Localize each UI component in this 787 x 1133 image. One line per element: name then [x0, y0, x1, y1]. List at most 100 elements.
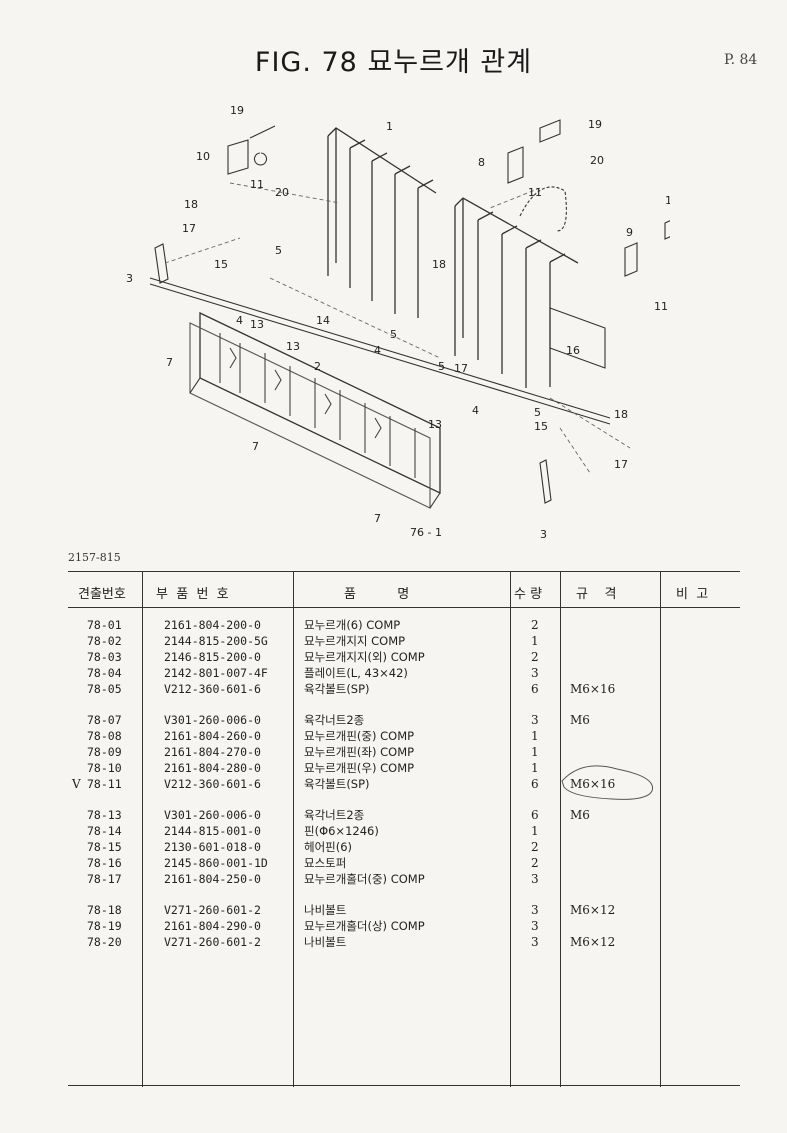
row-quantity: 1 [531, 729, 539, 743]
row-part-number: 2130-601-018-0 [164, 840, 261, 854]
callout-19b: 19 [588, 118, 602, 131]
callout-17b: 17 [454, 362, 468, 375]
row-part-number: 2161-804-270-0 [164, 745, 261, 759]
callout-5b: 5 [390, 328, 397, 341]
callout-20: 20 [275, 186, 289, 199]
row-spec: M6×16 [570, 682, 616, 696]
row-part-name: 핀(Φ6×1246) [304, 824, 379, 838]
callout-13: 13 [250, 318, 264, 331]
header-remarks: 비 고 [676, 587, 709, 602]
table-header-rule [68, 607, 740, 608]
row-part-number: 2145-860-001-1D [164, 856, 268, 870]
callout-19: 19 [230, 104, 244, 117]
row-index: 78-08 [87, 729, 122, 743]
row-index: 78-02 [87, 634, 122, 648]
callout-4b: 4 [374, 344, 381, 357]
row-part-name: 묘누르개지지(외) COMP [304, 650, 425, 664]
callout-15: 15 [214, 258, 228, 271]
row-index: 78-19 [87, 919, 122, 933]
row-part-number: V271-260-601-2 [164, 903, 261, 917]
col-divider-5 [660, 571, 661, 1087]
row-quantity: 2 [531, 840, 539, 854]
callout-17c: 17 [614, 458, 628, 471]
row-part-name: 나비볼트 [304, 903, 347, 917]
row-part-number: 2142-801-007-4F [164, 666, 268, 680]
callout-11c: 11 [654, 300, 668, 313]
row-index: 78-15 [87, 840, 122, 854]
row-index: 78-17 [87, 872, 122, 886]
callout-16: 16 [566, 344, 580, 357]
row-index: 78-10 [87, 761, 122, 775]
row-spec: M6×12 [570, 935, 616, 949]
row-part-name: 나비볼트 [304, 935, 347, 949]
row-part-number: V271-260-601-2 [164, 935, 261, 949]
callout-5d: 5 [534, 406, 541, 419]
row-part-name: 육각볼트(SP) [304, 682, 370, 696]
row-index: 78-05 [87, 682, 122, 696]
row-part-number: 2161-804-260-0 [164, 729, 261, 743]
col-divider-2 [293, 571, 294, 1087]
row-check-mark: V [72, 777, 81, 791]
row-index: 78-07 [87, 713, 122, 727]
callout-3b: 3 [540, 528, 547, 541]
table-top-rule [68, 571, 740, 572]
row-quantity: 1 [531, 745, 539, 759]
row-part-name: 육각너트2종 [304, 808, 365, 822]
row-index: 78-11 [87, 777, 122, 791]
callout-4: 4 [236, 314, 243, 327]
row-part-name: 묘누르개핀(좌) COMP [304, 745, 415, 759]
row-part-number: 2161-804-250-0 [164, 872, 261, 886]
callout-9: 9 [626, 226, 633, 239]
row-part-name: 묘누르개핀(중) COMP [304, 729, 415, 743]
table-row: 78-19 2161-804-290-0 묘누르개홀더(상) COMP 3 [68, 919, 740, 934]
callout-8: 8 [478, 156, 485, 169]
row-part-name: 묘누르개핀(우) COMP [304, 761, 415, 775]
row-index: 78-09 [87, 745, 122, 759]
row-index: 78-01 [87, 618, 122, 632]
row-part-name: 육각너트2종 [304, 713, 365, 727]
callout-3: 3 [126, 272, 133, 285]
header-spec: 규 격 [576, 587, 617, 602]
row-index: 78-18 [87, 903, 122, 917]
callout-18b: 18 [432, 258, 446, 271]
callout-15b: 15 [534, 420, 548, 433]
callout-17: 17 [182, 222, 196, 235]
row-part-name: 묘누르개홀더(상) COMP [304, 919, 425, 933]
handwritten-circle-mark [561, 765, 654, 800]
row-quantity: 3 [531, 872, 539, 886]
row-spec: M6 [570, 808, 590, 822]
row-part-number: V301-260-006-0 [164, 713, 261, 727]
document-number: 2157-815 [68, 551, 121, 564]
callout-13b: 13 [286, 340, 300, 353]
table-row: 78-09 2161-804-270-0 묘누르개핀(좌) COMP 1 [68, 745, 740, 760]
row-spec: M6×16 [570, 777, 616, 791]
row-quantity: 6 [531, 777, 539, 791]
row-part-number: 2144-815-001-0 [164, 824, 261, 838]
row-quantity: 3 [531, 713, 539, 727]
row-part-number: 2161-804-280-0 [164, 761, 261, 775]
callout-18c: 18 [614, 408, 628, 421]
table-row: 78-08 2161-804-260-0 묘누르개핀(중) COMP 1 [68, 729, 740, 744]
row-part-name: 묘스토퍼 [304, 856, 347, 870]
row-quantity: 3 [531, 919, 539, 933]
row-part-name: 육각볼트(SP) [304, 777, 370, 791]
col-divider-4 [560, 571, 561, 1087]
row-part-number: 2161-804-290-0 [164, 919, 261, 933]
header-part-no: 부 품 번 호 [156, 587, 229, 602]
row-part-name: 헤어핀(6) [304, 840, 353, 854]
callout-13c: 13 [428, 418, 442, 431]
row-quantity: 3 [531, 903, 539, 917]
row-spec: M6 [570, 713, 590, 727]
row-index: 78-04 [87, 666, 122, 680]
exploded-parts-diagram: 1 19 10 11 20 18 17 3 15 5 4 13 14 7 2 1… [126, 104, 670, 541]
callout-7: 7 [166, 356, 173, 369]
row-part-name: 묘누르개지지 COMP [304, 634, 406, 648]
callout-4c: 4 [472, 404, 479, 417]
header-name: 품 명 [344, 587, 410, 602]
